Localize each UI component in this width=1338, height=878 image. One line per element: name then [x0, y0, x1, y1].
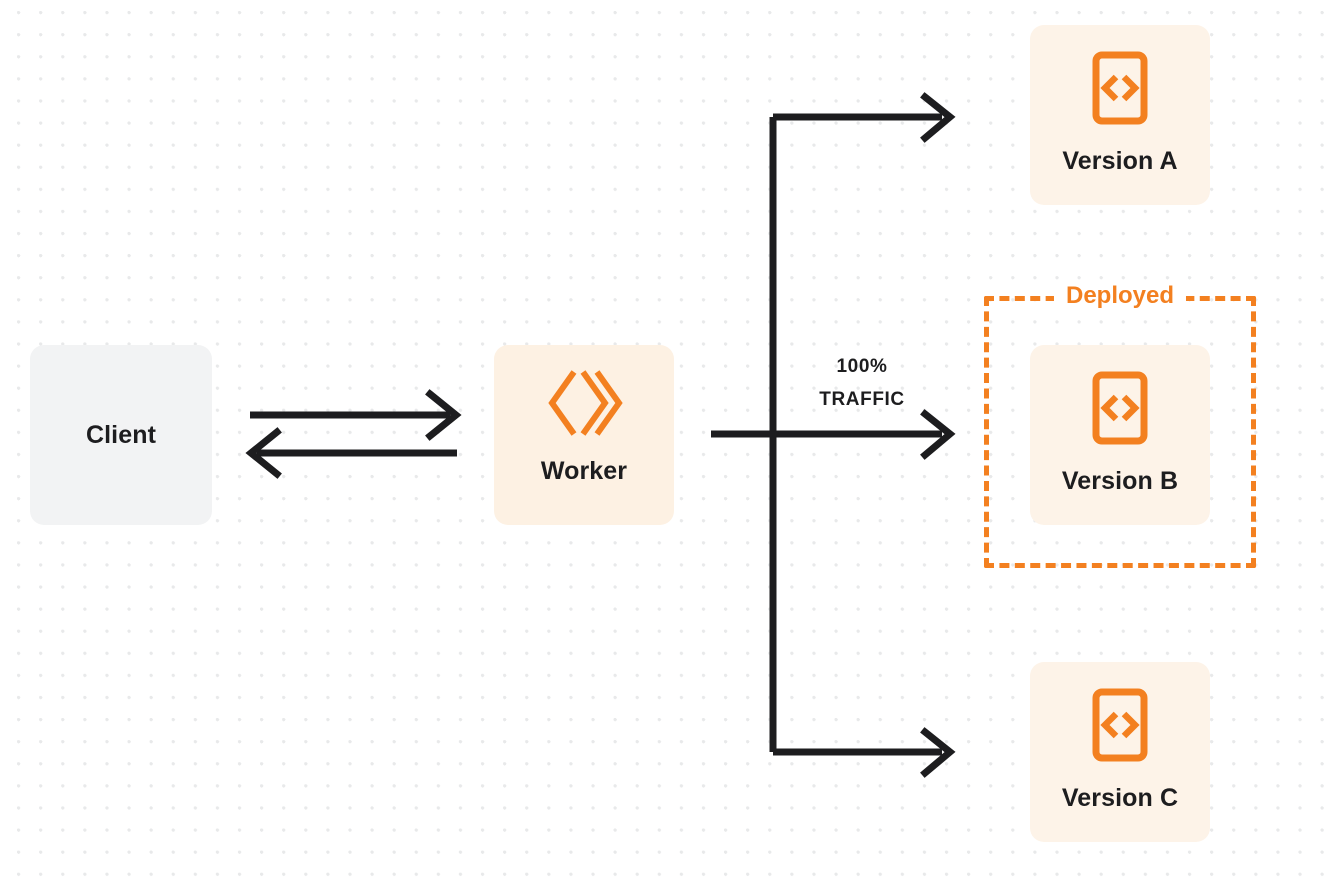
cloudflare-workers-logo-icon [548, 370, 623, 436]
traffic-label: 100% TRAFFIC [792, 350, 932, 416]
traffic-percent: 100% [836, 356, 888, 377]
arrowhead-version-c [920, 727, 956, 778]
node-version-b[interactable]: Version B [1030, 345, 1210, 525]
deployed-dashed-border [984, 296, 1256, 568]
version-b-label: Version B [1061, 467, 1179, 495]
deployed-group-label: Deployed [1053, 281, 1187, 311]
deployed-group: Deployed [984, 281, 1256, 568]
arrowhead-client-to-worker [425, 389, 462, 441]
traffic-unit: TRAFFIC [819, 389, 905, 410]
version-c-label: Version C [1061, 784, 1179, 812]
worker-label: Worker [540, 457, 628, 485]
arrowhead-version-a [920, 92, 956, 143]
code-file-icon [1092, 371, 1148, 445]
version-a-label: Version A [1062, 147, 1178, 175]
arrowhead-worker-to-client [245, 427, 282, 479]
code-file-icon [1092, 51, 1148, 125]
node-client[interactable]: Client [30, 345, 212, 525]
client-label: Client [85, 420, 157, 449]
node-worker[interactable]: Worker [494, 345, 674, 525]
node-version-c[interactable]: Version C [1030, 662, 1210, 842]
code-file-icon [1092, 688, 1148, 762]
arrowhead-version-b [920, 409, 956, 460]
node-version-a[interactable]: Version A [1030, 25, 1210, 205]
